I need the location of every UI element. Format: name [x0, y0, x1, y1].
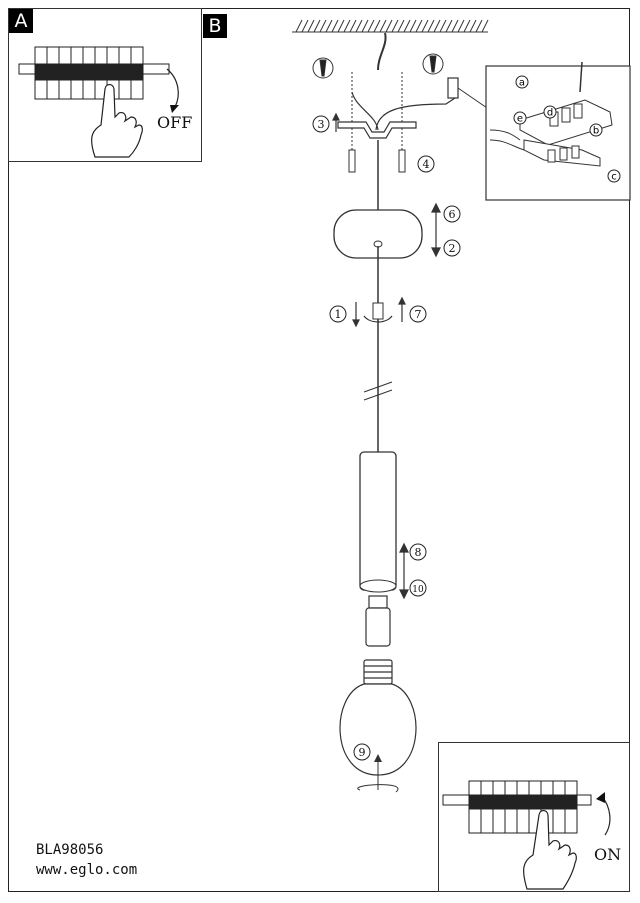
- wire-label-b: b: [589, 123, 603, 137]
- model-number: BLA98056: [36, 842, 104, 858]
- svg-text:9: 9: [359, 746, 366, 759]
- step-number-2: 2: [443, 239, 461, 257]
- svg-text:b: b: [593, 126, 599, 137]
- wire-label-a: a: [515, 75, 529, 89]
- step-number-10: 10: [409, 579, 427, 597]
- supply-cable: [377, 32, 387, 71]
- svg-text:8: 8: [415, 546, 422, 559]
- svg-text:4: 4: [423, 158, 430, 171]
- svg-text:6: 6: [449, 208, 456, 221]
- step-number-3: 3: [312, 115, 330, 133]
- svg-text:a: a: [519, 78, 525, 89]
- hand-icon: [91, 83, 143, 158]
- svg-text:d: d: [547, 108, 553, 119]
- svg-text:1: 1: [335, 308, 342, 321]
- svg-text:3: 3: [318, 118, 325, 131]
- svg-text:c: c: [611, 172, 617, 183]
- ceiling-hatch: [292, 19, 489, 33]
- mounting-bracket: [337, 77, 459, 139]
- svg-text:10: 10: [412, 585, 424, 595]
- step-number-6: 6: [443, 205, 461, 223]
- panel-b-label: B: [203, 14, 227, 38]
- wire-label-c: c: [607, 169, 621, 183]
- step-number-1: 1: [329, 305, 347, 323]
- hand-icon: [523, 809, 577, 890]
- svg-text:7: 7: [415, 308, 422, 321]
- lamp-shade-tube: [359, 451, 397, 591]
- svg-text:2: 2: [449, 242, 456, 255]
- page-frame: [8, 8, 630, 892]
- wiring-detail-inset: a b c d e: [485, 61, 631, 201]
- step-number-4: 4: [417, 155, 435, 173]
- lamp-holder: [365, 595, 391, 647]
- wire-label-d: d: [543, 105, 557, 119]
- website-url: www.eglo.com: [36, 862, 138, 878]
- rotate-arrow-icon: [166, 68, 179, 108]
- svg-text:e: e: [517, 114, 523, 125]
- circuit-breaker-icon: [18, 46, 170, 100]
- on-text: ON: [594, 845, 622, 864]
- panel-a-power-off: A OFF: [8, 8, 202, 162]
- wire-label-e: e: [513, 111, 527, 125]
- step-number-7: 7: [409, 305, 427, 323]
- panel-a-label: A: [9, 9, 33, 33]
- panel-c-power-on: ON: [438, 742, 630, 892]
- circuit-breaker-icon: [442, 780, 592, 834]
- step-number-8: 8: [409, 543, 427, 561]
- step-number-9: 9: [353, 743, 371, 761]
- off-text: OFF: [157, 113, 193, 132]
